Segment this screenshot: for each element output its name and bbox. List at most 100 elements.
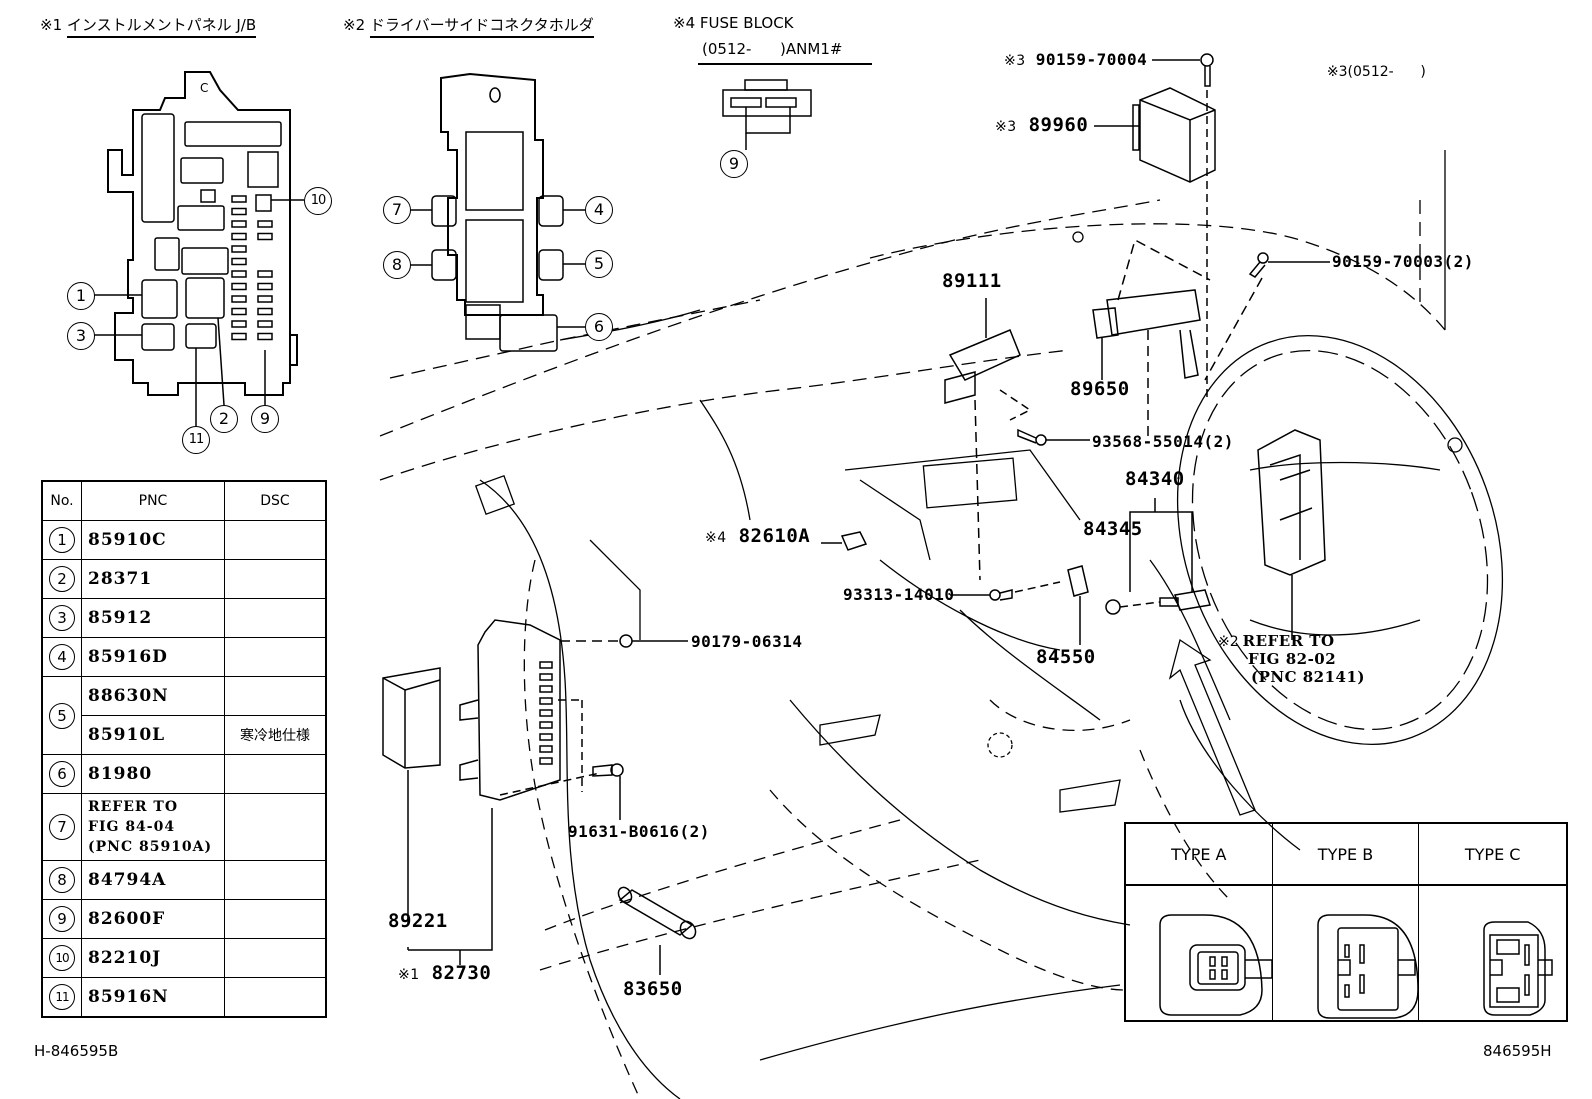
condition-text: (0512- ) <box>1347 64 1426 80</box>
fuse-slot <box>231 207 247 216</box>
fuse-slot <box>539 733 553 741</box>
callout-4[interactable]: 4 <box>585 196 613 224</box>
part-label-83650[interactable]: 83650 <box>623 978 683 1000</box>
fuse-slot <box>231 332 247 341</box>
svg-text:C: C <box>200 81 208 95</box>
callout-6[interactable]: 6 <box>585 313 613 341</box>
row-number: 3 <box>49 605 75 631</box>
part-label-90159-70004[interactable]: ※3 90159-70004 <box>1004 50 1147 69</box>
fuse-slot <box>231 245 247 253</box>
holder-section-header: ※2 ドライバーサイドコネクタホルダ <box>343 14 594 38</box>
row-dsc <box>224 637 327 677</box>
row-pnc: 82210J <box>81 938 225 978</box>
callout-9-fuse-block[interactable]: 9 <box>720 150 748 178</box>
fuse-block-condition: (0512- )ANM1# <box>702 40 843 58</box>
fuse-slot <box>257 307 273 316</box>
fuse-slot <box>257 295 273 303</box>
holder-section-title: ドライバーサイドコネクタホルダ <box>369 16 594 38</box>
part-drawings <box>382 53 1330 975</box>
condition-note-3: ※3(0512- ) <box>1318 48 1426 80</box>
row-number: 11 <box>49 984 75 1010</box>
row-number: 10 <box>49 945 75 971</box>
note-mark: ※2 <box>1218 634 1239 650</box>
fuse-slot <box>539 745 553 753</box>
callout-3[interactable]: 3 <box>67 322 95 350</box>
row-dsc <box>224 754 327 794</box>
callout-8[interactable]: 8 <box>383 251 411 279</box>
part-label-84340[interactable]: 84340 <box>1125 468 1185 490</box>
table-row[interactable]: 9 82600F <box>41 899 327 939</box>
row-pnc: 85912 <box>81 598 225 638</box>
part-label-90159-70003[interactable]: 90159-70003(2) <box>1332 252 1474 271</box>
connector-type-a-cell <box>1126 886 1273 1020</box>
row-dsc <box>224 676 327 716</box>
holder-section-mark: ※2 <box>343 16 366 34</box>
row-dsc: 寒冷地仕様 <box>224 715 327 755</box>
row-number: 5 <box>49 702 75 729</box>
fuse-slot <box>539 709 553 717</box>
callout-10[interactable]: 10 <box>304 187 332 215</box>
part-label-89650[interactable]: 89650 <box>1070 378 1130 400</box>
row-number: 9 <box>49 906 75 932</box>
part-label-89221[interactable]: 89221 <box>388 910 448 932</box>
row-dsc <box>224 899 327 939</box>
fuse-slot <box>231 220 247 228</box>
table-row[interactable]: 85910L 寒冷地仕様 <box>42 715 327 755</box>
callout-9[interactable]: 9 <box>251 405 279 433</box>
part-label-91631-b0616[interactable]: 91631-B0616(2) <box>568 822 710 841</box>
table-row[interactable]: 4 85916D <box>41 637 327 677</box>
fuse-slot <box>539 661 553 669</box>
part-label-89960[interactable]: ※3 89960 <box>995 114 1088 136</box>
table-row[interactable]: 8 84794A <box>41 860 327 900</box>
table-row[interactable]: 11 85916N <box>41 977 327 1018</box>
part-number: 82610A <box>738 525 811 547</box>
callout-7[interactable]: 7 <box>383 196 411 224</box>
table-row[interactable]: 6 81980 <box>41 754 327 794</box>
illustration-id-right: 846595H <box>1483 1042 1552 1060</box>
table-row[interactable]: 2 28371 <box>41 559 327 599</box>
part-label-93568-55014[interactable]: 93568-55014(2) <box>1092 432 1234 451</box>
row-pnc: 81980 <box>81 754 225 794</box>
pnc-table: No. PNC DSC 1 85910C 2 28371 3 85912 4 8… <box>41 480 327 1018</box>
fuse-slot <box>539 697 553 705</box>
part-number: 90159-70004 <box>1035 50 1148 69</box>
connector-type-a-header: TYPE A <box>1126 824 1273 886</box>
table-row[interactable]: 7 REFER TO FIG 84-04 (PNC 85910A) <box>41 793 327 861</box>
callout-1[interactable]: 1 <box>67 282 95 310</box>
fuse-block-connector-drawing <box>698 63 872 150</box>
part-label-89111[interactable]: 89111 <box>942 270 1002 292</box>
part-label-82730[interactable]: ※1 82730 <box>398 962 491 984</box>
fuse-slot <box>539 721 553 729</box>
callout-11[interactable]: 11 <box>182 426 210 454</box>
part-label-84345[interactable]: 84345 <box>1083 518 1143 540</box>
part-number: 82730 <box>431 962 492 984</box>
row-dsc <box>224 938 327 978</box>
column-header-dsc: DSC <box>224 480 327 521</box>
refer-fig-82-02-note[interactable]: ※2 REFER TO FIG 82-02 (PNC 82141) <box>1218 632 1365 686</box>
table-row[interactable]: 10 82210J <box>41 938 327 978</box>
row-pnc: 85916D <box>81 637 225 677</box>
driver-side-connector-holder-drawing <box>408 72 585 352</box>
row-number: 6 <box>49 761 75 787</box>
fuse-slot <box>257 332 273 341</box>
part-label-82610a[interactable]: ※4 82610A <box>705 525 810 547</box>
connector-type-c-header: TYPE C <box>1419 824 1566 886</box>
note-mark: ※3 <box>1326 64 1348 80</box>
callout-2[interactable]: 2 <box>210 405 238 433</box>
table-row[interactable]: 5 88630N <box>41 676 327 755</box>
callout-5[interactable]: 5 <box>585 250 613 278</box>
fuse-block-title: FUSE BLOCK <box>699 14 794 32</box>
part-label-90179-06314[interactable]: 90179-06314 <box>691 632 803 651</box>
fuse-slot <box>539 685 553 693</box>
part-label-84550[interactable]: 84550 <box>1036 646 1096 668</box>
row-dsc <box>224 598 327 638</box>
table-row[interactable]: 3 85912 <box>41 598 327 638</box>
part-label-93313-14010[interactable]: 93313-14010 <box>843 585 955 604</box>
row-dsc <box>224 793 327 861</box>
table-row[interactable]: 1 85910C <box>41 520 327 560</box>
row-number: 8 <box>49 867 75 893</box>
row-pnc: 84794A <box>81 860 225 900</box>
row-dsc <box>224 559 327 599</box>
fuse-slot <box>257 320 273 328</box>
